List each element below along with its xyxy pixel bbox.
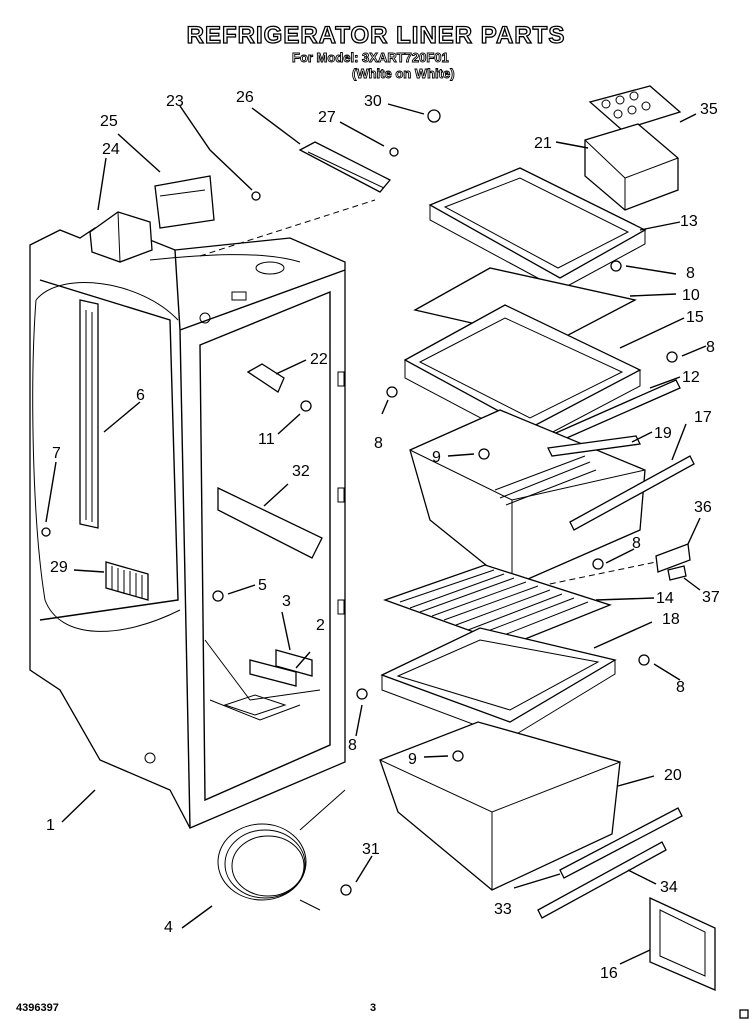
callout-8: 8 [632,535,641,552]
screw-part-23 [251,191,261,201]
drawer-rail-17 [569,455,695,531]
upper-bracket [298,141,392,193]
callout-30: 30 [364,93,382,110]
pin-8-c [386,386,398,398]
egg-tray [588,85,682,131]
pin-8-a [610,260,622,272]
pin-9-b [452,750,464,762]
page-title: REFRIGERATOR LINER PARTS [186,21,566,49]
callout-9: 9 [408,751,417,768]
crisper-cover-frame-18 [380,627,617,739]
screw-part-7 [41,527,51,537]
callout-12: 12 [682,369,700,386]
shelf-frame-13 [428,167,647,291]
drawer-handle-19 [547,435,641,457]
callout-26: 26 [236,89,254,106]
callout-22: 22 [310,351,328,368]
pin-8-b [666,351,678,363]
callout-11: 11 [258,431,275,448]
callout-35: 35 [700,101,718,118]
callout-17: 17 [694,409,712,426]
clip-37 [667,565,687,581]
model-line: For Model: 3XART720F01 [292,50,450,66]
drawer-rail-34 [559,807,683,879]
callout-8: 8 [348,737,357,754]
callout-10: 10 [682,287,700,304]
switch-bracket [275,649,313,677]
callout-8: 8 [706,339,715,356]
callout-16: 16 [600,965,618,982]
crisper-drawer-17 [409,409,646,587]
callout-15: 15 [686,309,704,326]
wire-shelf-14 [383,564,612,646]
liner-cabinet [29,221,346,829]
drawer-rail-33 [537,841,667,919]
callout-8: 8 [686,265,695,282]
crisper-drawer-20 [379,721,621,891]
callout-18: 18 [662,611,680,628]
hinge-bracket [246,363,285,393]
callout-8: 8 [374,435,383,452]
leader-lines [45,103,707,965]
shelf-rail [79,299,99,529]
pin-8-f [356,688,368,700]
nut-part-5 [212,590,224,602]
callout-5: 5 [258,577,267,594]
callout-1: 1 [46,817,55,834]
callout-25: 25 [100,113,118,130]
screw-part-27 [389,147,399,157]
pin-8-d [592,558,604,570]
callout-27: 27 [318,109,336,126]
callout-13: 13 [680,213,698,230]
callout-2: 2 [316,617,325,634]
callout-31: 31 [362,841,380,858]
screw-part-11 [300,400,312,412]
callout-34: 34 [660,879,678,896]
door-shelf-guide [217,486,323,559]
page-number: 3 [370,1002,377,1014]
callout-7: 7 [52,445,61,462]
callout-32: 32 [292,463,310,480]
callout-4: 4 [164,919,173,936]
air-tower-housing [89,175,215,263]
door-bin [584,123,679,211]
callout-9: 9 [432,449,441,466]
callout-29: 29 [50,559,68,576]
screw-part-31 [340,884,352,896]
vent-grille [105,561,149,601]
water-tubing-coil [217,789,346,911]
callout-20: 20 [664,767,682,784]
pin-8-e [638,654,650,666]
callout-24: 24 [102,141,120,158]
screw-part-30 [427,109,441,123]
callout-23: 23 [166,93,184,110]
callout-3: 3 [282,593,291,610]
corner-mark [739,1009,749,1019]
callout-21: 21 [534,135,552,152]
callout-labels: 1 2 3 4 5 6 7 8 8 8 8 8 8 9 9 10 11 12 1… [46,89,720,982]
cover-plate [249,659,297,687]
pin-9-a [478,448,490,460]
trim-cover-16 [649,896,716,991]
callout-37: 37 [702,589,720,606]
doc-number: 4396397 [16,1002,59,1014]
callout-14: 14 [656,590,674,607]
rail-bracket-36 [655,543,691,573]
callout-19: 19 [654,425,672,442]
callout-33: 33 [494,901,512,918]
color-line: (White on White) [352,66,455,82]
callout-36: 36 [694,499,712,516]
callout-8: 8 [676,679,685,696]
callout-6: 6 [136,387,145,404]
